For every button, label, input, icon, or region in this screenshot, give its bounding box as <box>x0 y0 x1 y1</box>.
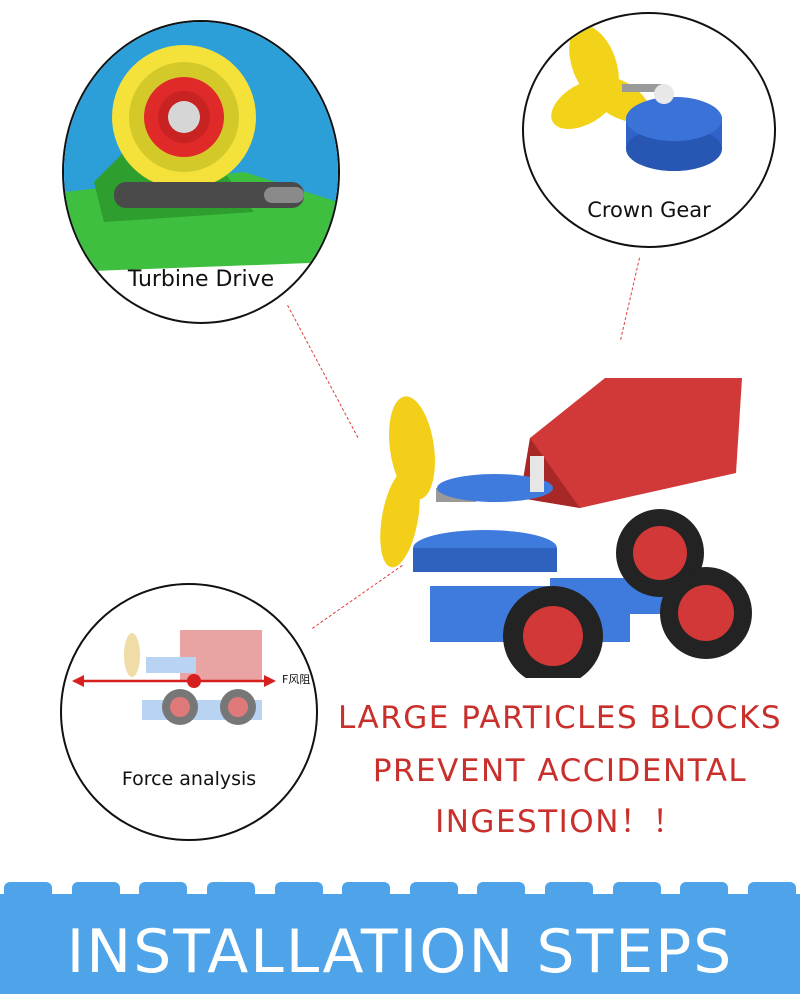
turbine-drive-callout: Turbine Drive <box>62 20 340 324</box>
banner-studs <box>0 882 800 898</box>
crown-gear-label: Crown Gear <box>587 198 711 222</box>
force-analysis-illustration <box>72 630 276 725</box>
crown-gear-callout: Crown Gear <box>522 12 776 248</box>
turbine-connector-line <box>287 305 359 438</box>
force-analysis-callout: F风阻 Force analysis <box>60 583 318 841</box>
crown-gear-illustration <box>551 25 722 171</box>
tagline-line-1: LARGE PARTICLES BLOCKS <box>338 700 782 736</box>
tagline-line-2: PREVENT ACCIDENTAL <box>372 753 748 789</box>
turbine-drive-label: Turbine Drive <box>127 267 275 292</box>
force-analysis-label: Force analysis <box>121 768 257 790</box>
banner-title: INSTALLATION STEPS <box>66 917 734 987</box>
drag-force-symbol: F风阻 <box>282 673 311 686</box>
installation-steps-banner: INSTALLATION STEPS <box>0 882 800 994</box>
tagline-line-3: INGESTION！！ <box>435 804 685 840</box>
crown-connector-line <box>620 257 640 340</box>
turbine-drive-illustration <box>64 22 338 272</box>
wind-car-illustration <box>380 378 752 678</box>
